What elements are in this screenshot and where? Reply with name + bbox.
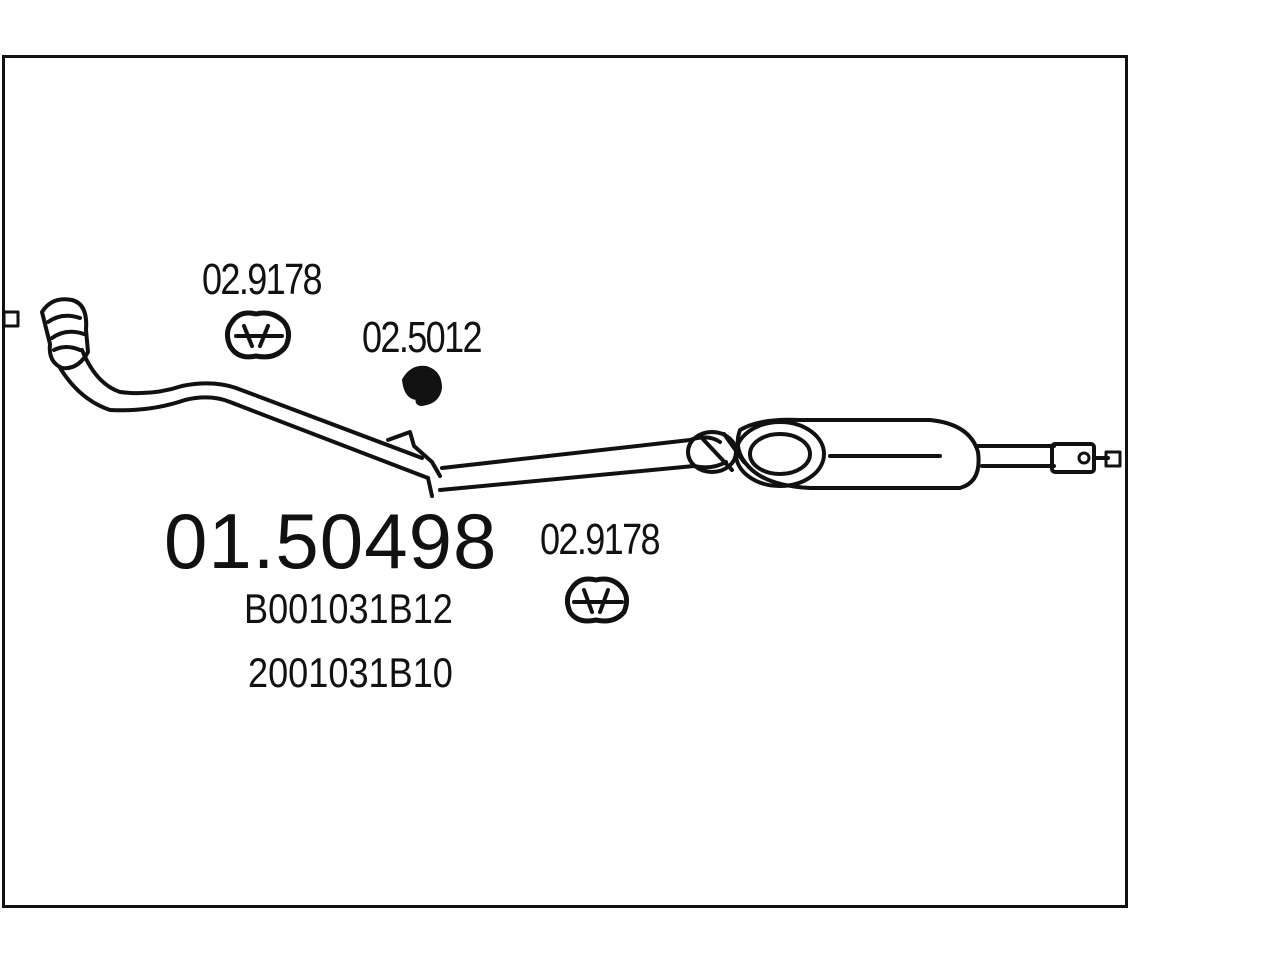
main-part-number: 01.50498 [164, 497, 498, 585]
accessory-code-label: 02.9178 [202, 255, 323, 304]
left-connector-marker [2, 310, 20, 328]
accessory-code-label: 02.9178 [540, 515, 661, 564]
diagram-frame [2, 55, 1128, 908]
front-pipe [58, 348, 430, 480]
rubber-mount-icon [401, 365, 443, 407]
rubber-hanger-icon [564, 576, 630, 624]
right-connector-marker [1104, 450, 1122, 468]
rear-silencer [734, 417, 981, 490]
front-flange-icon [40, 297, 90, 371]
rubber-hanger-icon [224, 310, 292, 360]
middle-pipe [438, 435, 728, 492]
oem-reference: 2001031B10 [248, 649, 453, 696]
oem-reference: B001031B12 [244, 585, 453, 632]
accessory-code-label: 02.5012 [362, 313, 483, 362]
pipe-joint-bracket [386, 430, 442, 498]
tail-pipe [976, 442, 1110, 474]
